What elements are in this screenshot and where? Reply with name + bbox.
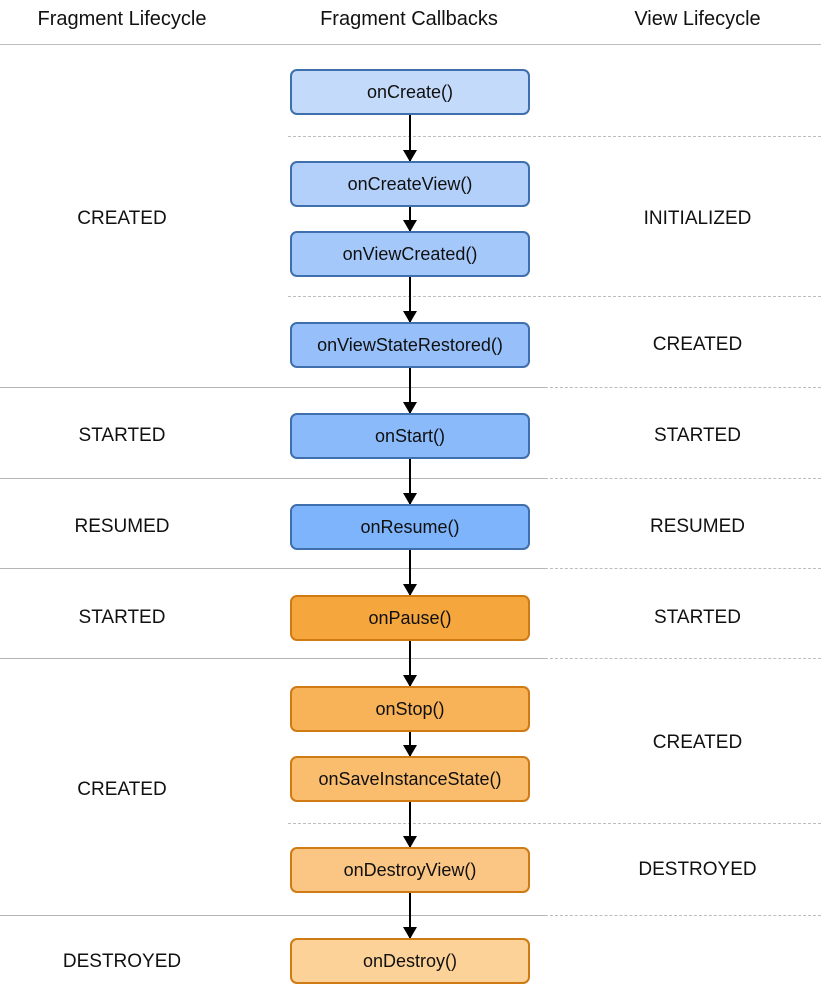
flow-arrow-icon <box>403 277 417 323</box>
fragment-state-label: STARTED <box>78 425 166 446</box>
section-divider-dashed <box>545 478 821 479</box>
section-divider-dashed <box>545 915 821 916</box>
flow-arrow-icon <box>403 459 417 505</box>
flow-arrow-icon <box>403 550 417 596</box>
view-state-label: INITIALIZED <box>643 208 752 229</box>
flow-arrow-icon <box>403 641 417 687</box>
callback-box-onpause[interactable]: onPause() <box>290 595 530 641</box>
callback-box-ondestroy[interactable]: onDestroy() <box>290 938 530 984</box>
section-divider-dashed <box>545 568 821 569</box>
callback-box-onsaveinstancestate[interactable]: onSaveInstanceState() <box>290 756 530 802</box>
column-header-fragment-lifecycle: Fragment Lifecycle <box>37 8 207 30</box>
view-state-label: CREATED <box>652 732 743 753</box>
callback-box-oncreateview[interactable]: onCreateView() <box>290 161 530 207</box>
callback-box-onviewcreated[interactable]: onViewCreated() <box>290 231 530 277</box>
column-header-fragment-callbacks: Fragment Callbacks <box>320 8 498 30</box>
callback-box-ondestroyview[interactable]: onDestroyView() <box>290 847 530 893</box>
flow-arrow-icon <box>403 368 417 414</box>
section-divider-dashed <box>545 387 821 388</box>
fragment-state-label: STARTED <box>78 607 166 628</box>
view-state-label: DESTROYED <box>638 859 757 880</box>
callback-box-onstart[interactable]: onStart() <box>290 413 530 459</box>
section-divider-dashed <box>288 296 821 297</box>
flow-arrow-icon <box>403 207 417 232</box>
column-header-view-lifecycle: View Lifecycle <box>634 8 761 30</box>
section-divider-dashed <box>545 658 821 659</box>
view-state-label: RESUMED <box>649 516 745 537</box>
view-state-label: CREATED <box>652 334 743 355</box>
callback-box-onstop[interactable]: onStop() <box>290 686 530 732</box>
section-divider-dashed <box>288 136 821 137</box>
section-divider-solid <box>0 568 545 569</box>
fragment-state-label: DESTROYED <box>62 951 182 972</box>
flow-arrow-icon <box>403 732 417 757</box>
fragment-state-label: CREATED <box>77 208 167 229</box>
section-divider-solid <box>0 478 545 479</box>
callback-box-oncreate[interactable]: onCreate() <box>290 69 530 115</box>
flow-arrow-icon <box>403 802 417 848</box>
flow-arrow-icon <box>403 893 417 939</box>
section-divider-solid <box>0 387 545 388</box>
view-state-label: STARTED <box>654 425 741 446</box>
section-divider-dashed <box>288 823 821 824</box>
fragment-state-label: CREATED <box>77 779 167 800</box>
view-state-label: STARTED <box>654 607 741 628</box>
fragment-state-label: RESUMED <box>74 516 170 537</box>
section-divider-solid <box>0 915 545 916</box>
callback-box-onviewstaterestored[interactable]: onViewStateRestored() <box>290 322 530 368</box>
flow-arrow-icon <box>403 115 417 162</box>
section-divider-solid <box>0 658 545 659</box>
callback-box-onresume[interactable]: onResume() <box>290 504 530 550</box>
header-rule <box>0 44 821 45</box>
